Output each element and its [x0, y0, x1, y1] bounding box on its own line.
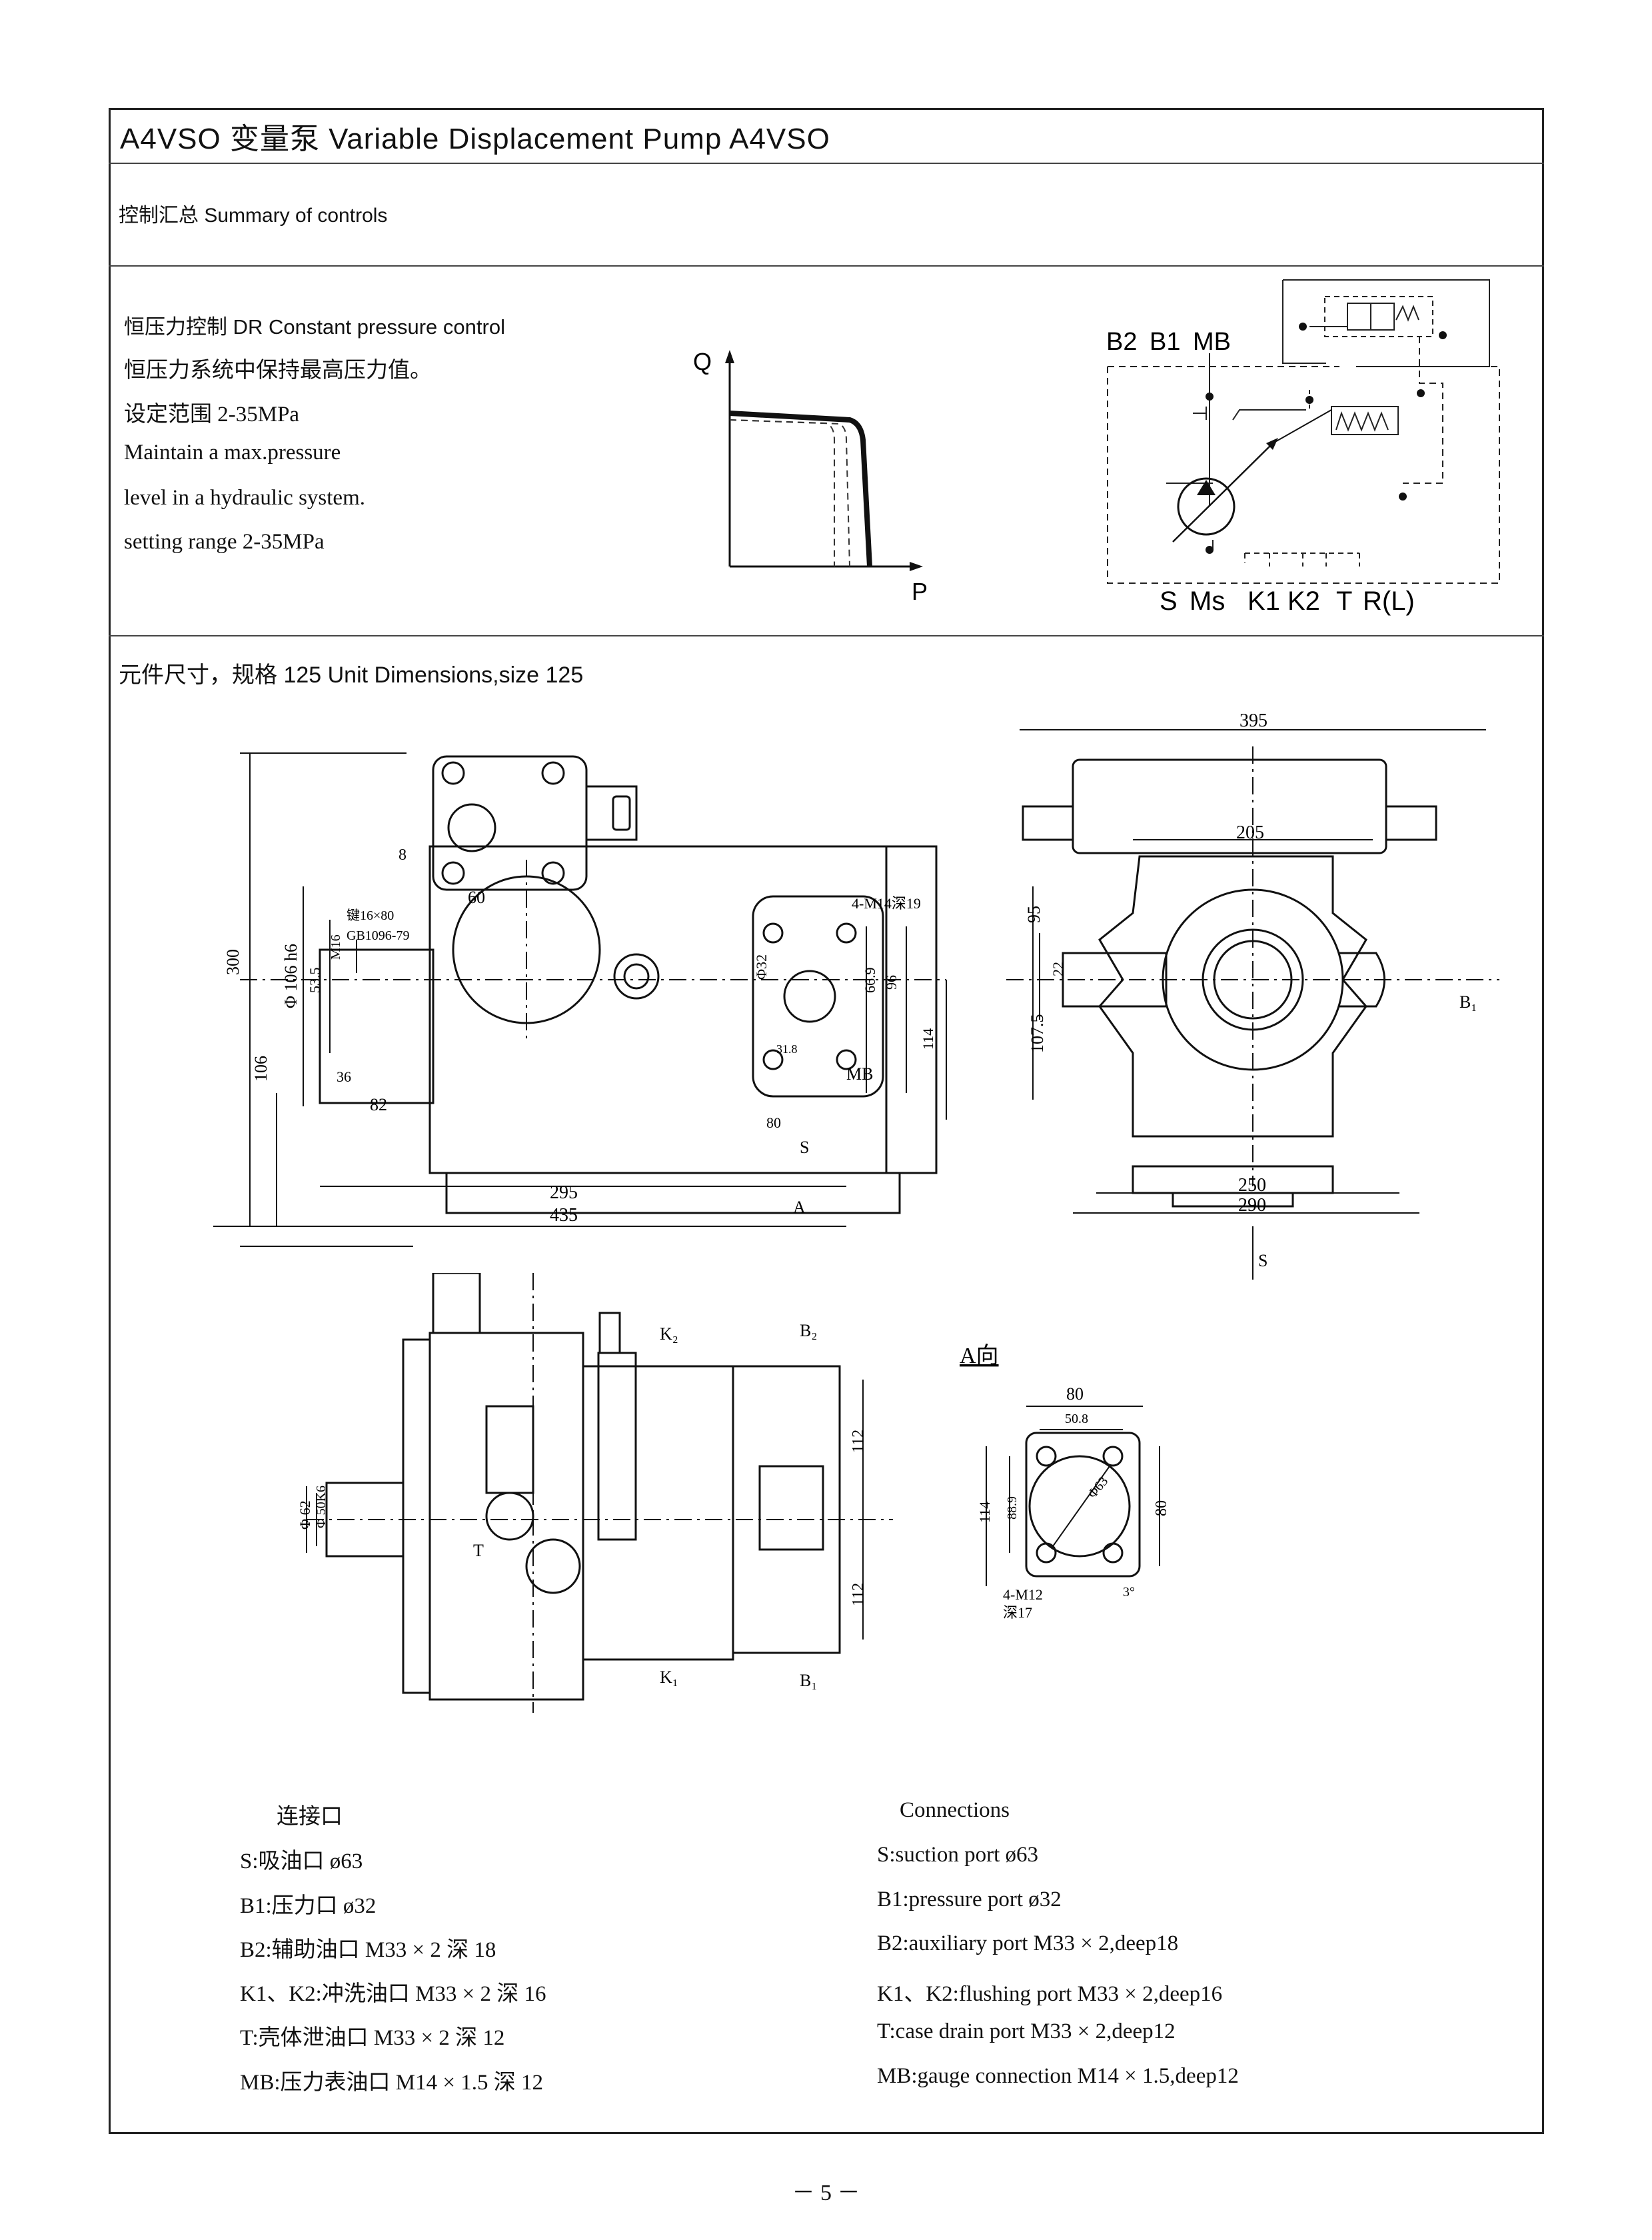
dim-112-bottom: 112 [850, 1583, 867, 1606]
dim-508: 50.8 [1065, 1412, 1088, 1426]
control-line: 设定范围 2-35MPa [124, 403, 300, 427]
dim-82: 82 [370, 1095, 387, 1114]
port-label-k1: K1 [1247, 586, 1280, 616]
angle-3: 3° [1123, 1585, 1135, 1600]
connection-zh: B1:压力口 ø32 [240, 1894, 377, 1918]
dim-63: Φ63 [1085, 1474, 1111, 1502]
dim-290: 290 [1238, 1195, 1266, 1216]
port-label-k2: K2 [1287, 586, 1320, 616]
connection-en: K1、K2:flushing port M33 × 2,deep16 [877, 1982, 1223, 2006]
thread-m12: 4-M12 [1003, 1586, 1043, 1603]
graph-y-label: Q [693, 348, 712, 375]
port-label-s: S [1160, 586, 1178, 616]
dim-60: 60 [468, 888, 485, 907]
dim-889: 88.9 [1005, 1496, 1020, 1520]
dim-106h6: Φ 106 h6 [281, 944, 301, 1008]
connection-en: S:suction port ø63 [877, 1843, 1039, 1867]
graph-x-label: P [912, 578, 928, 605]
connection-en: MB:gauge connection M14 × 1.5,deep12 [877, 2064, 1239, 2088]
front-view-drawing: 300 106 Φ 106 h6 53.5 M16 键16×80 GB1096-… [213, 752, 947, 1247]
connection-en: B2:auxiliary port M33 × 2,deep18 [877, 1931, 1179, 1955]
key-label: 键16×80 [347, 908, 394, 923]
label-s-side: S [1258, 1251, 1267, 1270]
label-k1: K₁ [660, 1668, 678, 1687]
dim-535: 53.5 [307, 968, 323, 994]
summary-label: 控制汇总 Summary of controls [119, 205, 388, 227]
port-label-mb: MB [1193, 328, 1231, 356]
dim-112-top: 112 [850, 1430, 867, 1453]
connection-zh: B2:辅助油口 M33 × 2 深 18 [240, 1938, 496, 1962]
flange-title: A向 [960, 1343, 999, 1368]
connection-zh: S:吸油口 ø63 [240, 1849, 363, 1873]
port-label-rl: R(L) [1363, 586, 1415, 616]
thread-m14: 4-M14深19 [852, 895, 921, 912]
dim-95: 95 [1024, 906, 1044, 923]
thread-deep: 深17 [1003, 1604, 1032, 1621]
label-t: T [473, 1541, 484, 1560]
control-line: 恒压力系统中保持最高压力值。 [124, 359, 432, 383]
dim-300: 300 [223, 949, 243, 975]
dim-318: 31.8 [776, 1042, 798, 1056]
connections-title-zh: 连接口 [277, 1805, 343, 1829]
control-line: Maintain a max.pressure [124, 441, 341, 465]
divider [109, 265, 1544, 267]
flange-view-a: A向 80 50.8 114 88.9 80 Φ63 4-M12 深17 3° [960, 1343, 1170, 1621]
pressure-flow-graph: Q P [693, 348, 928, 605]
page-title: A4VSO 变量泵 Variable Displacement Pump A4V… [120, 123, 830, 155]
dim-669: 66.9 [862, 968, 878, 994]
connection-zh: K1、K2:冲洗油口 M33 × 2 深 16 [240, 1982, 546, 2006]
connection-zh: T:壳体泄油口 M33 × 2 深 12 [240, 2026, 505, 2050]
dim-96: 96 [883, 975, 900, 990]
dim-106: 106 [251, 1056, 271, 1082]
dim-22: 22 [1050, 962, 1066, 976]
label-b2: B₂ [800, 1321, 817, 1340]
control-line: setting range 2-35MPa [124, 530, 325, 554]
side-view-drawing: 395 205 95 22 107.5 250 290 B₁ S [1006, 710, 1499, 1280]
page-number: － 5 － [792, 2181, 860, 2205]
port-label-t: T [1336, 586, 1352, 616]
label-b1: B₁ [1459, 992, 1477, 1012]
top-view-drawing: K₂ B₂ K₁ B₁ T Φ 62 Φ 50K6 112 112 [297, 1273, 893, 1713]
dim-205: 205 [1236, 822, 1264, 843]
dimensions-heading: 元件尺寸，规格 125 Unit Dimensions,size 125 [119, 662, 584, 688]
connection-en: B1:pressure port ø32 [877, 1887, 1062, 1911]
dim-114-flange: 114 [976, 1502, 993, 1523]
label-b1-top: B₁ [800, 1671, 817, 1690]
page-frame [109, 108, 1544, 2134]
dim-114: 114 [920, 1028, 936, 1050]
dim-295: 295 [550, 1182, 578, 1203]
dim-8: 8 [399, 846, 407, 864]
port-label-b1: B1 [1150, 328, 1180, 356]
label-a: A [793, 1198, 806, 1217]
dim-80: 80 [766, 1114, 781, 1131]
dim-62: Φ 62 [297, 1500, 313, 1530]
dim-435: 435 [550, 1205, 578, 1226]
label-mb: MB [846, 1064, 873, 1084]
control-heading: 恒压力控制 DR Constant pressure control [124, 315, 505, 339]
connection-en: T:case drain port M33 × 2,deep12 [877, 2019, 1176, 2043]
dim-m16: M16 [329, 934, 343, 960]
label-s: S [800, 1138, 809, 1157]
dim-80-v: 80 [1153, 1500, 1170, 1516]
divider [109, 635, 1544, 636]
dim-1075: 107.5 [1028, 1014, 1047, 1054]
hydraulic-circuit-symbol: B2 B1 MB S Ms K1 K2 T R(L) [1106, 279, 1500, 616]
dim-50k6: Φ 50K6 [314, 1486, 329, 1528]
port-label-b2: B2 [1106, 328, 1137, 356]
dim-80-h: 80 [1066, 1384, 1084, 1404]
dim-32: Φ32 [753, 954, 770, 980]
divider [109, 163, 1544, 164]
connection-zh: MB:压力表油口 M14 × 1.5 深 12 [240, 2071, 543, 2095]
control-line: level in a hydraulic system. [124, 486, 365, 510]
label-k2: K₂ [660, 1324, 678, 1344]
dim-250: 250 [1238, 1175, 1266, 1196]
port-label-ms: Ms [1190, 586, 1225, 616]
dim-395: 395 [1239, 710, 1267, 731]
connections-title-en: Connections [900, 1798, 1010, 1822]
gb-label: GB1096-79 [347, 928, 409, 943]
dim-36: 36 [337, 1068, 351, 1085]
